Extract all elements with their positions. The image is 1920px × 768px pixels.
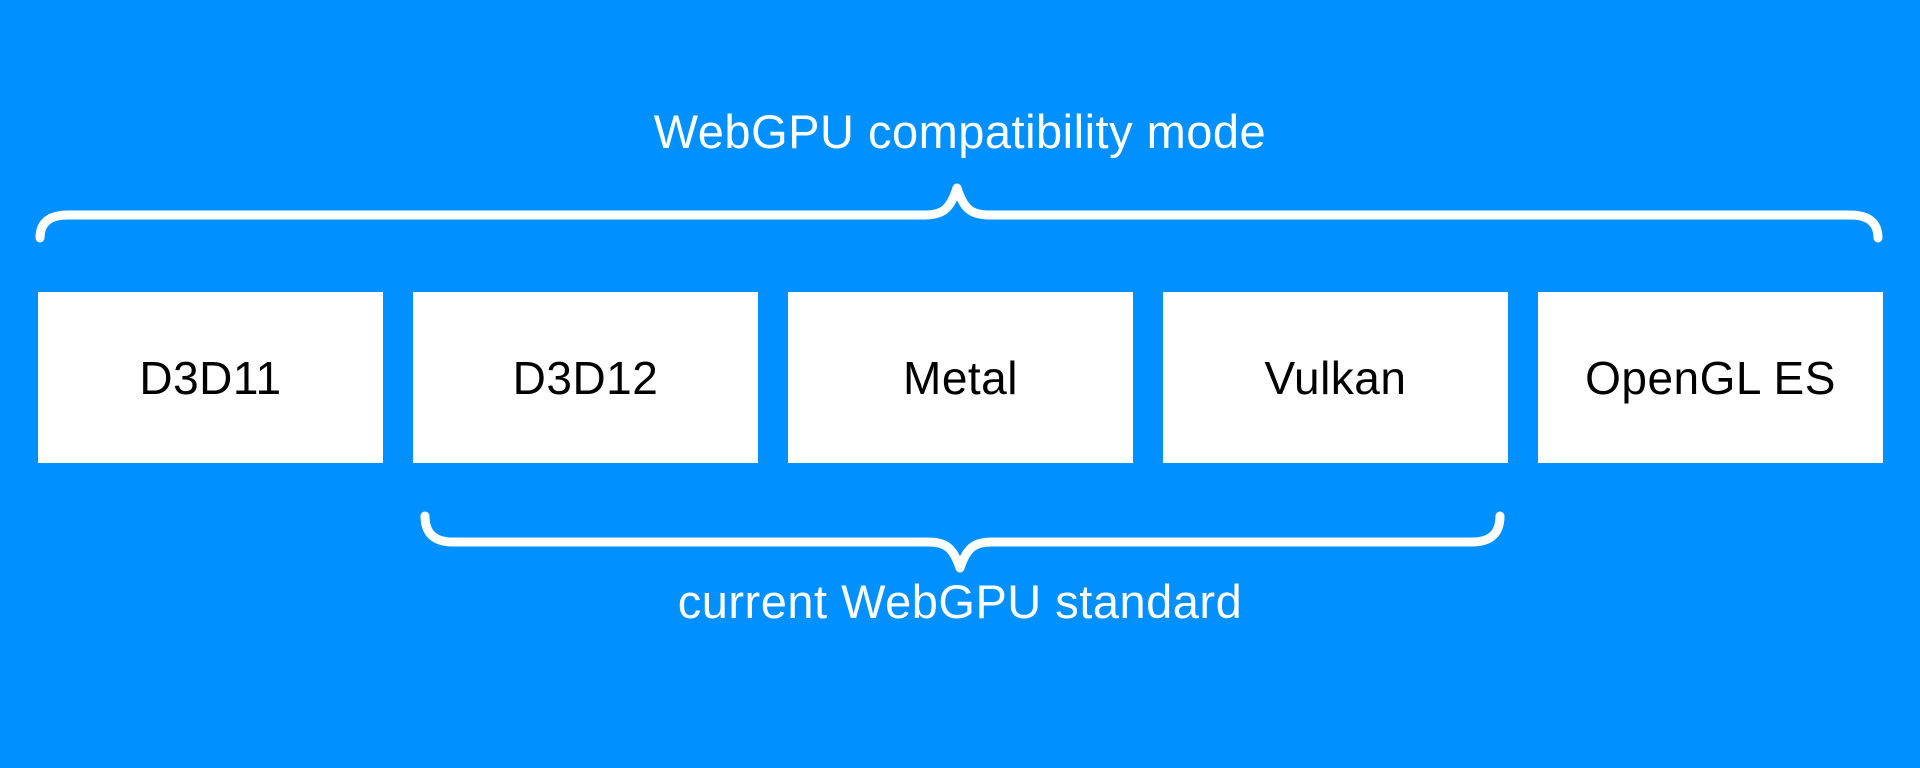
api-box-label: Metal (903, 351, 1018, 404)
api-box-d3d12: D3D12 (413, 292, 758, 463)
api-box-vulkan: Vulkan (1163, 292, 1508, 463)
api-box-opengl-es: OpenGL ES (1538, 292, 1883, 463)
bottom-brace (420, 511, 1505, 573)
api-box-d3d11: D3D11 (38, 292, 383, 463)
api-box-label: D3D11 (139, 351, 282, 404)
api-box-label: OpenGL ES (1585, 351, 1836, 404)
api-box-label: D3D12 (512, 351, 659, 404)
api-box-label: Vulkan (1264, 351, 1407, 404)
api-box-row: D3D11 D3D12 Metal Vulkan OpenGL ES (38, 292, 1883, 463)
current-standard-label: current WebGPU standard (677, 575, 1243, 628)
api-box-metal: Metal (788, 292, 1133, 463)
top-brace (35, 183, 1883, 243)
compatibility-mode-label: WebGPU compatibility mode (653, 105, 1267, 158)
